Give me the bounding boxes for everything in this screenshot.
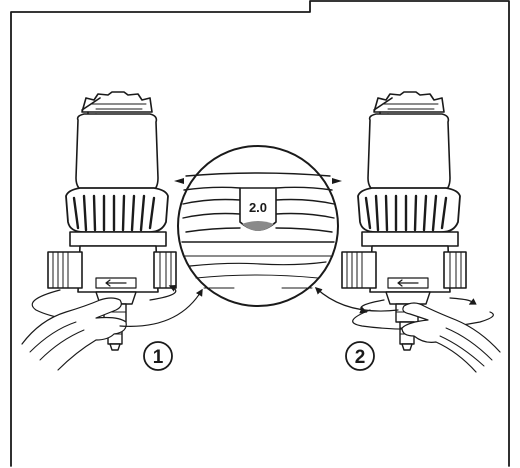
setting-value: 2.0	[249, 200, 267, 215]
magnified-detail: 2.0	[174, 145, 342, 307]
diagram-border	[10, 0, 510, 467]
filter-device-left	[21, 91, 203, 371]
setting-indicator-fill	[242, 221, 274, 231]
step-1-badge: 1	[143, 341, 173, 371]
step-1-number: 1	[153, 347, 164, 368]
step-2-number: 2	[355, 347, 366, 368]
filter-device-right	[314, 91, 501, 373]
step-2-badge: 2	[345, 341, 375, 371]
